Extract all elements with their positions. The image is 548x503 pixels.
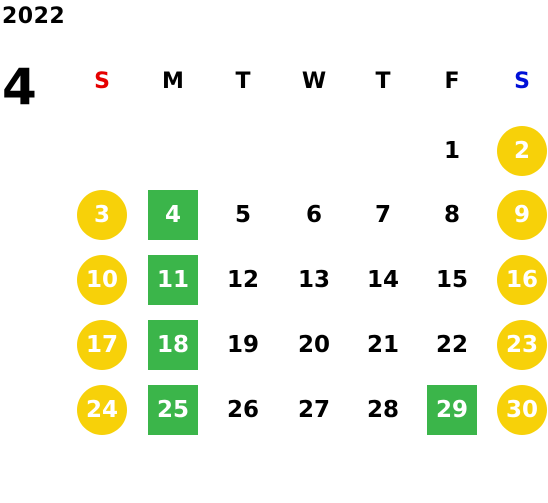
day-19[interactable]: 19 xyxy=(226,332,259,358)
day-3[interactable]: 3 xyxy=(77,190,127,240)
day-7[interactable]: 7 xyxy=(374,202,391,228)
day-9[interactable]: 9 xyxy=(497,190,547,240)
day-24[interactable]: 24 xyxy=(77,385,127,435)
day-6[interactable]: 6 xyxy=(305,202,322,228)
weekday-header-6: S xyxy=(514,68,530,94)
day-20[interactable]: 20 xyxy=(297,332,330,358)
day-13[interactable]: 13 xyxy=(297,267,330,293)
day-21[interactable]: 21 xyxy=(366,332,399,358)
day-30[interactable]: 30 xyxy=(497,385,547,435)
weekday-header-5: F xyxy=(444,68,460,94)
day-12[interactable]: 12 xyxy=(226,267,259,293)
day-23[interactable]: 23 xyxy=(497,320,547,370)
weekday-header-1: M xyxy=(162,68,184,94)
calendar-month: 4 xyxy=(2,58,37,116)
weekday-header-2: T xyxy=(235,68,251,94)
calendar-year: 2022 xyxy=(2,4,66,29)
day-2[interactable]: 2 xyxy=(497,126,547,176)
day-22[interactable]: 22 xyxy=(435,332,468,358)
day-25[interactable]: 25 xyxy=(148,385,198,435)
day-16[interactable]: 16 xyxy=(497,255,547,305)
day-1[interactable]: 1 xyxy=(443,138,460,164)
day-5[interactable]: 5 xyxy=(234,202,251,228)
day-11[interactable]: 11 xyxy=(148,255,198,305)
weekday-header-0: S xyxy=(94,68,110,94)
day-4[interactable]: 4 xyxy=(148,190,198,240)
day-10[interactable]: 10 xyxy=(77,255,127,305)
day-27[interactable]: 27 xyxy=(297,397,330,423)
weekday-header-3: W xyxy=(301,68,327,94)
day-18[interactable]: 18 xyxy=(148,320,198,370)
day-29[interactable]: 29 xyxy=(427,385,477,435)
weekday-header-4: T xyxy=(375,68,391,94)
day-8[interactable]: 8 xyxy=(443,202,460,228)
day-28[interactable]: 28 xyxy=(366,397,399,423)
day-17[interactable]: 17 xyxy=(77,320,127,370)
day-14[interactable]: 14 xyxy=(366,267,399,293)
day-26[interactable]: 26 xyxy=(226,397,259,423)
day-15[interactable]: 15 xyxy=(435,267,468,293)
